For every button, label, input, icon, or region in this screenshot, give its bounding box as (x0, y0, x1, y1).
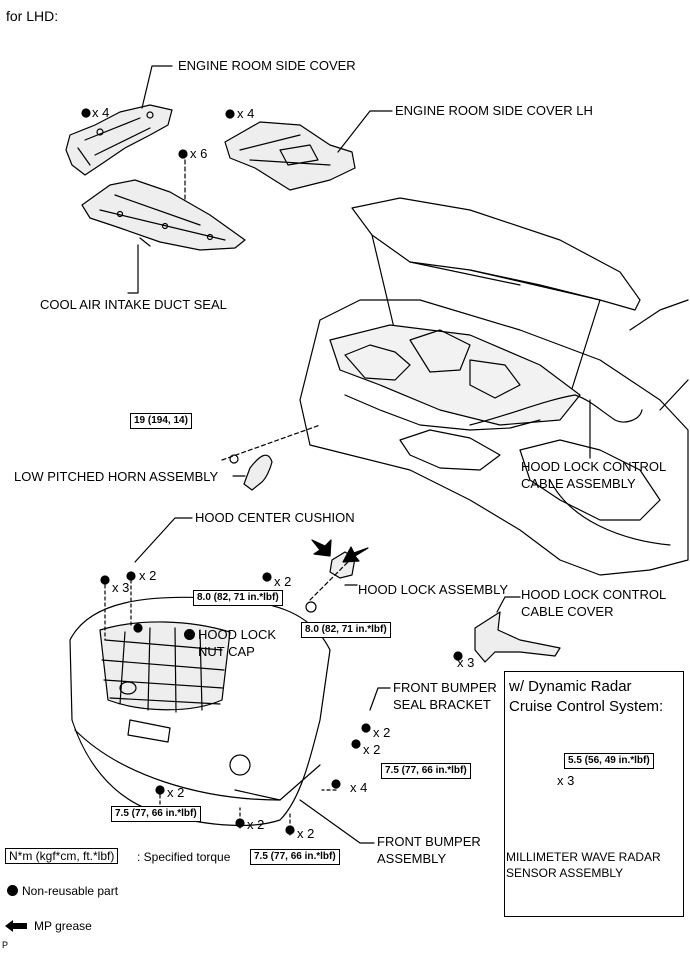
qty-bumper-top-clips: x 3 (112, 580, 130, 595)
inset-title-2: Cruise Control System: (509, 698, 664, 715)
inset-part-1: MILLIMETER WAVE RADAR (506, 850, 661, 864)
qty-bumper-bottom-clips-right: x 2 (297, 826, 315, 841)
label-hood-lock-control-cable-assembly-2: CABLE ASSEMBLY (521, 476, 636, 491)
label-front-bumper-assembly-1: FRONT BUMPER (377, 834, 481, 849)
label-front-bumper-seal-bracket-2: SEAL BRACKET (393, 697, 491, 712)
engine-room-side-cover-part (65, 104, 173, 176)
qty-cable-cover-clips: x 3 (457, 655, 475, 670)
label-hood-lock-assembly: HOOD LOCK ASSEMBLY (358, 582, 509, 597)
qty-side-cover-clips: x 4 (92, 105, 110, 120)
qty-center-cushion: x 2 (139, 568, 157, 583)
non-reusable-dot-icon (184, 629, 195, 640)
qty-radar-bolts: x 3 (557, 773, 575, 788)
legend-mp-grease: MP grease (34, 919, 92, 933)
cool-air-intake-duct-seal-part (81, 179, 246, 251)
dashed-clip-lines (104, 579, 337, 836)
radar-inset-panel (504, 671, 684, 917)
label-hood-lock-control-cable-cover-1: HOOD LOCK CONTROL (521, 587, 667, 602)
torque-seal-bracket: 7.5 (77, 66 in.*lbf) (381, 763, 471, 779)
torque-hood-lock-nut: 8.0 (82, 71 in.*lbf) (301, 622, 391, 638)
torque-radar: 5.5 (56, 49 in.*lbf) (564, 753, 654, 769)
qty-side-cover-lh-clips: x 4 (237, 106, 255, 121)
label-hood-lock-control-cable-cover-2: CABLE COVER (521, 604, 614, 619)
qty-bumper-bottom-clips-left: x 2 (247, 817, 265, 832)
qty-bumper-lower-bolts: x 2 (167, 785, 185, 800)
legend-torque-desc: : Specified torque (137, 850, 231, 864)
legend-non-reusable: Non-reusable part (22, 884, 119, 898)
inset-title-1: w/ Dynamic Radar (509, 678, 632, 695)
qty-duct-seal-clips: x 6 (190, 146, 208, 161)
hood-lock-cable-cover-part (474, 611, 561, 663)
label-front-bumper-assembly-2: ASSEMBLY (377, 851, 447, 866)
label-cool-air-intake-duct-seal: COOL AIR INTAKE DUCT SEAL (40, 297, 227, 312)
qty-seal-bracket-clips: x 2 (373, 725, 391, 740)
qty-seal-bracket-bolts: x 2 (363, 742, 381, 757)
engine-room-side-cover-lh-part (224, 121, 356, 191)
torque-bumper-lower: 7.5 (77, 66 in.*lbf) (111, 806, 201, 822)
torque-horn: 19 (194, 14) (130, 413, 192, 429)
horn-part (229, 454, 273, 491)
label-hood-center-cushion: HOOD CENTER CUSHION (195, 510, 355, 525)
torque-hood-lock-bolt: 8.0 (82, 71 in.*lbf) (193, 590, 283, 606)
label-engine-room-side-cover: ENGINE ROOM SIDE COVER (178, 58, 356, 73)
qty-bumper-side-screws: x 4 (350, 780, 368, 795)
footer-code: P (2, 940, 9, 950)
label-hood-lock-nut-cap-1: HOOD LOCK (198, 627, 277, 642)
legend-non-reusable-dot-icon (7, 885, 18, 896)
label-hood-lock-control-cable-assembly-1: HOOD LOCK CONTROL (521, 459, 667, 474)
inset-part-2: SENSOR ASSEMBLY (506, 866, 624, 880)
legend-torque-unit: N*m (kgf*cm, ft.*lbf) (5, 848, 119, 864)
mp-grease-arrow-icons (311, 539, 369, 563)
label-front-bumper-seal-bracket-1: FRONT BUMPER (393, 680, 497, 695)
label-hood-lock-nut-cap-2: NUT CAP (198, 644, 255, 659)
qty-hood-lock-bolts: x 2 (274, 574, 292, 589)
vehicle-front-part (299, 197, 689, 576)
front-bumper-part (69, 596, 331, 827)
label-engine-room-side-cover-lh: ENGINE ROOM SIDE COVER LH (395, 103, 593, 118)
page-header: for LHD: (6, 8, 59, 24)
torque-bumper-bottom: 7.5 (77, 66 in.*lbf) (250, 849, 340, 865)
label-low-pitched-horn-assembly: LOW PITCHED HORN ASSEMBLY (14, 469, 219, 484)
legend-mp-grease-arrow-icon (5, 920, 27, 932)
